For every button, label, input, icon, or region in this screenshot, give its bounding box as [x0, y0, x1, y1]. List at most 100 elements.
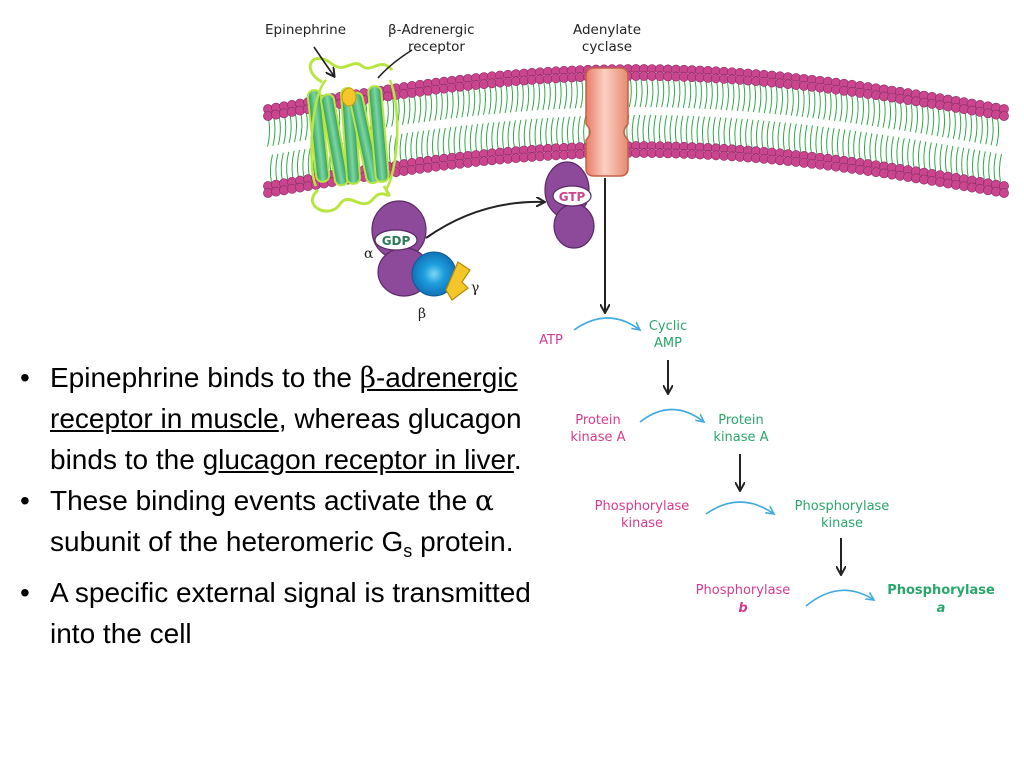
lipid-head — [407, 165, 417, 175]
lipid-tail — [855, 95, 859, 124]
lipid-tail — [302, 149, 306, 178]
lipid-tail — [869, 133, 873, 162]
adenylate-cyclase — [585, 67, 629, 177]
lipid-head — [991, 109, 1001, 120]
lipid-tail — [939, 144, 943, 173]
lipid-tail — [628, 78, 632, 108]
lipid-tail — [982, 151, 986, 180]
lipid-head — [975, 107, 985, 117]
lipid-head — [983, 108, 993, 119]
lipid-head — [951, 179, 961, 190]
lipid-head — [871, 90, 881, 101]
lipid-tail — [277, 116, 281, 145]
phosphorylase-activation-arrow — [805, 589, 874, 607]
lipid-tail — [669, 115, 673, 144]
beta-adrenergic-receptor — [306, 56, 399, 213]
lipid-head — [871, 167, 881, 178]
lipid-tail — [812, 90, 816, 119]
lipid-tail — [502, 121, 506, 150]
lipid-tail — [480, 123, 484, 152]
gdp-to-gtp-arrow — [425, 202, 544, 239]
bullet-item-1: • Epinephrine binds to the β-adrenergic … — [20, 357, 540, 480]
lipid-tail — [861, 96, 865, 125]
lipid-tail — [850, 94, 854, 124]
lipid-tail — [793, 123, 797, 152]
lipid-tail — [871, 97, 875, 127]
lipid-tail — [728, 117, 732, 147]
bullet-item-2: • These binding events activate the α su… — [20, 480, 540, 572]
lipid-tail — [961, 147, 965, 176]
lipid-tail — [299, 113, 303, 142]
camp-label-line1: Cyclic — [649, 319, 687, 334]
lipid-tail — [817, 90, 821, 119]
lipid-tail — [574, 80, 578, 109]
lipid-tail — [998, 154, 1002, 183]
bullet-2-post: protein. — [412, 526, 514, 557]
lipid-tail — [429, 93, 433, 122]
lipid-tail — [780, 86, 784, 115]
gs-subscript: s — [403, 541, 413, 561]
lipid-tail — [642, 114, 646, 144]
glucagon-receptor-link[interactable]: glucagon receptor in liver — [202, 444, 514, 475]
lipid-tail — [556, 117, 560, 146]
bullet-1-text: Epinephrine binds to the — [50, 362, 360, 393]
lipid-tail — [577, 116, 581, 145]
lipid-tail — [774, 85, 778, 115]
conversion-arrows — [573, 317, 874, 607]
pka-active-line1: Protein — [718, 413, 764, 428]
pka-inactive-line1: Protein — [575, 413, 621, 428]
arrows — [313, 46, 841, 574]
lipid-tail — [453, 126, 457, 155]
lipid-tail — [701, 116, 705, 145]
lipid-tail — [307, 148, 311, 177]
lipid-tail — [445, 91, 449, 120]
lipid-tail — [550, 117, 554, 146]
lipid-tail — [510, 84, 514, 113]
lipid-tail — [286, 151, 290, 180]
lipid-tail — [477, 87, 481, 116]
lipid-tail — [718, 117, 722, 146]
lipid-tail — [493, 85, 497, 114]
lipid-tail — [761, 120, 765, 149]
cascade-labels: ATP Cyclic AMP Protein kinase A Protein … — [539, 319, 995, 616]
lipid-tail — [283, 115, 287, 145]
lipid-tail — [877, 98, 881, 127]
lipid-tail — [539, 118, 543, 147]
lipid-tail — [415, 131, 419, 160]
lipid-tail — [739, 118, 743, 147]
lipid-tail — [893, 101, 897, 130]
lipid-head — [983, 185, 993, 196]
camp-label-line2: AMP — [654, 336, 682, 351]
lipid-tail — [745, 119, 749, 148]
lipid-tail — [977, 150, 981, 179]
lipid-head — [847, 163, 857, 174]
lipid-tail — [815, 126, 819, 155]
lipid-tail — [971, 149, 975, 178]
alpha-symbol: α — [474, 484, 494, 517]
lipid-tail — [469, 124, 473, 153]
lipid-tail — [450, 90, 454, 119]
lipid-tail — [391, 98, 395, 127]
lipid-head — [855, 88, 865, 98]
phk-active-line2: kinase — [821, 516, 863, 531]
phosphorylase-b-line1: Phosphorylase — [696, 583, 791, 598]
lipid-tail — [637, 114, 641, 144]
beta-adrenergic-link[interactable]: -adrenergic receptor in muscle — [50, 362, 518, 434]
lipid-tail — [650, 79, 654, 108]
lipid-head — [383, 91, 393, 102]
pka-active-line2: kinase A — [713, 430, 768, 445]
lipid-tail — [483, 86, 487, 116]
lipid-tail — [766, 120, 770, 150]
lipid-tail — [952, 110, 956, 139]
lipid-head — [999, 111, 1009, 121]
bullet-dot: • — [20, 485, 30, 516]
bullet-dot: • — [20, 577, 30, 608]
lipid-tail — [820, 126, 824, 155]
lipid-tail — [804, 124, 808, 154]
lipid-tail — [866, 97, 870, 126]
lipid-tail — [437, 128, 441, 157]
lipid-tail — [736, 82, 740, 111]
lipid-tail — [920, 105, 924, 134]
lipid-tail — [847, 130, 851, 159]
lipid-tail — [947, 109, 951, 139]
